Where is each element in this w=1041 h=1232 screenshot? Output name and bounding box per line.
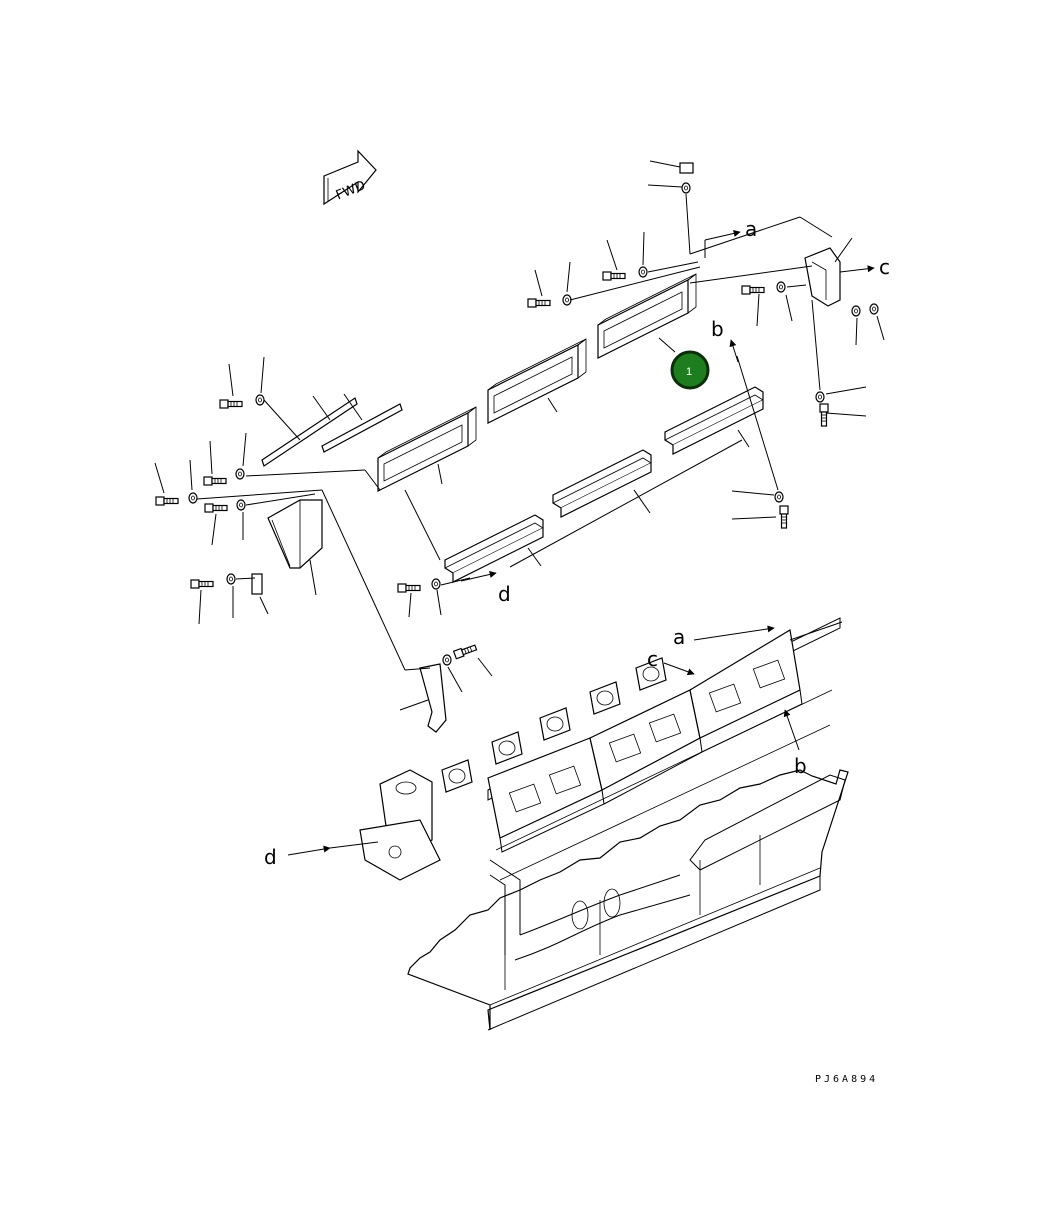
ref-label-d-lower: d (264, 845, 277, 869)
cover-plate-1 (377, 406, 477, 492)
drawing-code: PJ6A894 (815, 1074, 878, 1085)
ref-label-b-lower: b (794, 754, 807, 778)
ref-label-d-upper: d (498, 582, 511, 606)
cover-plate-3 (597, 273, 697, 359)
support-bracket (267, 499, 323, 569)
ref-label-b-upper: b (711, 317, 724, 341)
rail-plate-3 (664, 386, 764, 455)
forward-direction-arrow-icon: FWD (323, 149, 377, 206)
engine-block-view (287, 617, 849, 1031)
upper-exploded-assembly (154, 160, 885, 733)
rail-plate-2 (552, 449, 652, 518)
ref-label-c-upper: c (879, 255, 890, 279)
ref-label-c-lower: c (647, 647, 658, 671)
strip-bracket-2 (321, 403, 403, 453)
strip-bracket-1 (261, 397, 358, 467)
l-bracket (419, 663, 447, 733)
cover-plate-2 (487, 338, 587, 424)
ref-label-a-upper: a (745, 217, 757, 241)
ref-label-a-lower: a (673, 625, 685, 649)
part-callout-badge[interactable]: 1 (670, 350, 710, 390)
part-callout-number: 1 (686, 366, 692, 378)
end-bracket (804, 247, 841, 307)
